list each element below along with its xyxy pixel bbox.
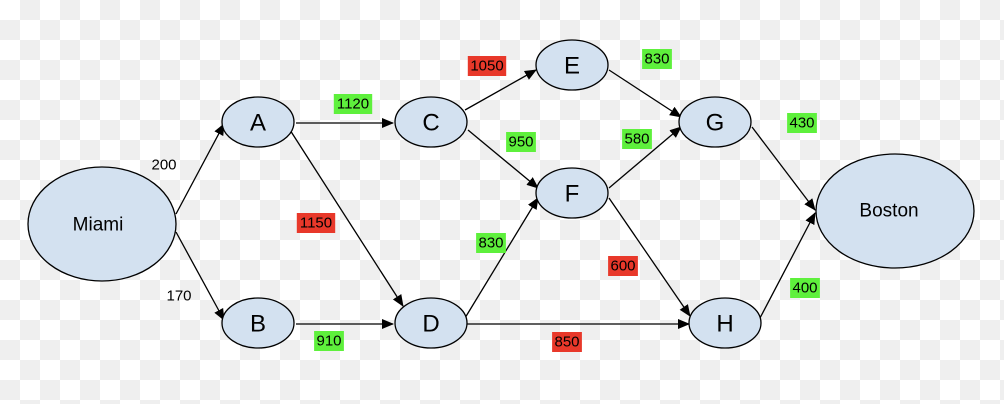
node-h-label: H [716, 311, 733, 338]
edge-miami-a-weight: 200 [151, 157, 176, 174]
node-h: H [688, 297, 762, 349]
node-a: A [221, 96, 295, 148]
edge-a-d-weight-text: 1150 [300, 215, 332, 232]
node-miami-shape [27, 166, 177, 282]
edge-miami-a [175, 123, 225, 215]
node-g-label: G [706, 110, 725, 137]
node-miami: Miami [27, 166, 177, 282]
edge-c-e-weight-text: 1050 [470, 58, 503, 75]
edge-d-f-weight-highlight [476, 233, 506, 253]
edge-c-e [464, 69, 537, 111]
node-a-label: A [250, 110, 266, 137]
edge-c-e-arrow [464, 69, 537, 111]
weight-labels-layer: 200 170 1120 1150 910 1050 950 830 850 830 580 600 4… [151, 49, 820, 352]
edge-d-h-weight: 850 [552, 332, 582, 352]
edge-a-d-arrow [289, 129, 404, 307]
edge-d-f [464, 197, 539, 319]
edge-d-f-weight-text: 830 [478, 235, 503, 252]
node-miami-label: Miami [73, 215, 124, 236]
node-f-label: F [565, 181, 580, 208]
edge-c-e-weight-highlight [467, 56, 507, 76]
edge-e-g-arrow [608, 69, 682, 118]
edge-f-h-weight: 600 [608, 256, 638, 276]
edge-e-g [608, 69, 682, 118]
edge-c-f-weight-text: 950 [508, 134, 533, 151]
edge-miami-b-weight-text: 170 [166, 288, 191, 305]
node-h-shape [688, 297, 762, 349]
edge-f-g-weight-text: 580 [624, 131, 649, 148]
edge-f-g-arrow [608, 126, 682, 189]
edge-a-d-weight: 1150 [296, 213, 336, 233]
edge-c-f-weight: 950 [506, 132, 536, 152]
edge-h-boston [759, 212, 816, 319]
edge-d-h-weight-highlight [552, 332, 582, 352]
edge-g-boston [751, 126, 816, 211]
node-b-shape [221, 297, 295, 349]
edge-d-f-weight: 830 [476, 233, 506, 253]
edge-a-d-weight-highlight [296, 213, 336, 233]
edge-e-g-weight-highlight [642, 49, 672, 69]
node-e-label: E [564, 53, 580, 80]
edge-c-e-weight: 1050 [467, 56, 507, 76]
edge-e-g-weight-text: 830 [644, 51, 669, 68]
edge-b-d-weight-highlight [314, 331, 344, 351]
edge-b-d-weight-text: 910 [316, 333, 341, 350]
edge-miami-b-arrow [175, 231, 225, 321]
node-d-label: D [422, 311, 439, 338]
edge-d-f-arrow [464, 197, 539, 319]
edge-f-h-weight-text: 600 [610, 258, 635, 275]
edge-g-boston-weight-text: 430 [789, 115, 814, 132]
edge-miami-b [175, 231, 225, 321]
node-boston-shape [815, 153, 975, 269]
edge-b-d-weight: 910 [314, 331, 344, 351]
node-b: B [221, 297, 295, 349]
node-boston: Boston [815, 153, 975, 269]
edge-f-g [608, 126, 682, 189]
edges-layer [175, 69, 816, 329]
node-boston-label: Boston [859, 201, 918, 222]
edge-a-d [289, 129, 404, 307]
node-g: G [678, 96, 752, 148]
node-c-label: C [422, 110, 439, 137]
edge-h-boston-weight-highlight [790, 278, 820, 298]
edge-a-c-weight-text: 1120 [337, 96, 369, 113]
edge-g-boston-arrow [751, 126, 816, 211]
edge-f-h-weight-highlight [608, 256, 638, 276]
nodes-layer: Miami A B C D E F G [27, 39, 975, 349]
edge-f-h-arrow [608, 197, 691, 317]
edge-miami-a-arrow [175, 123, 225, 215]
node-e: E [535, 39, 609, 91]
edge-c-f-weight-highlight [506, 132, 536, 152]
node-e-shape [535, 39, 609, 91]
edge-f-g-weight: 580 [622, 129, 652, 149]
node-f: F [535, 167, 609, 219]
edge-c-f-arrow [467, 129, 539, 189]
edge-h-boston-arrow [759, 212, 816, 319]
edge-d-h-weight-text: 850 [554, 334, 579, 351]
edge-miami-b-weight: 170 [166, 288, 191, 305]
edge-f-h [608, 197, 691, 317]
edge-h-boston-weight-text: 400 [792, 280, 817, 297]
edge-f-g-weight-highlight [622, 129, 652, 149]
node-a-shape [221, 96, 295, 148]
edge-g-boston-weight: 430 [787, 113, 817, 133]
node-f-shape [535, 167, 609, 219]
edge-c-f [467, 129, 539, 189]
node-b-label: B [250, 311, 266, 338]
edge-a-c-weight-highlight [333, 94, 373, 114]
edge-miami-a-weight-text: 200 [151, 157, 176, 174]
edge-e-g-weight: 830 [642, 49, 672, 69]
node-c: C [394, 96, 468, 148]
edge-a-c-weight: 1120 [333, 94, 373, 114]
node-c-shape [394, 96, 468, 148]
edge-g-boston-weight-highlight [787, 113, 817, 133]
node-d: D [394, 297, 468, 349]
node-g-shape [678, 96, 752, 148]
node-d-shape [394, 297, 468, 349]
edge-h-boston-weight: 400 [790, 278, 820, 298]
